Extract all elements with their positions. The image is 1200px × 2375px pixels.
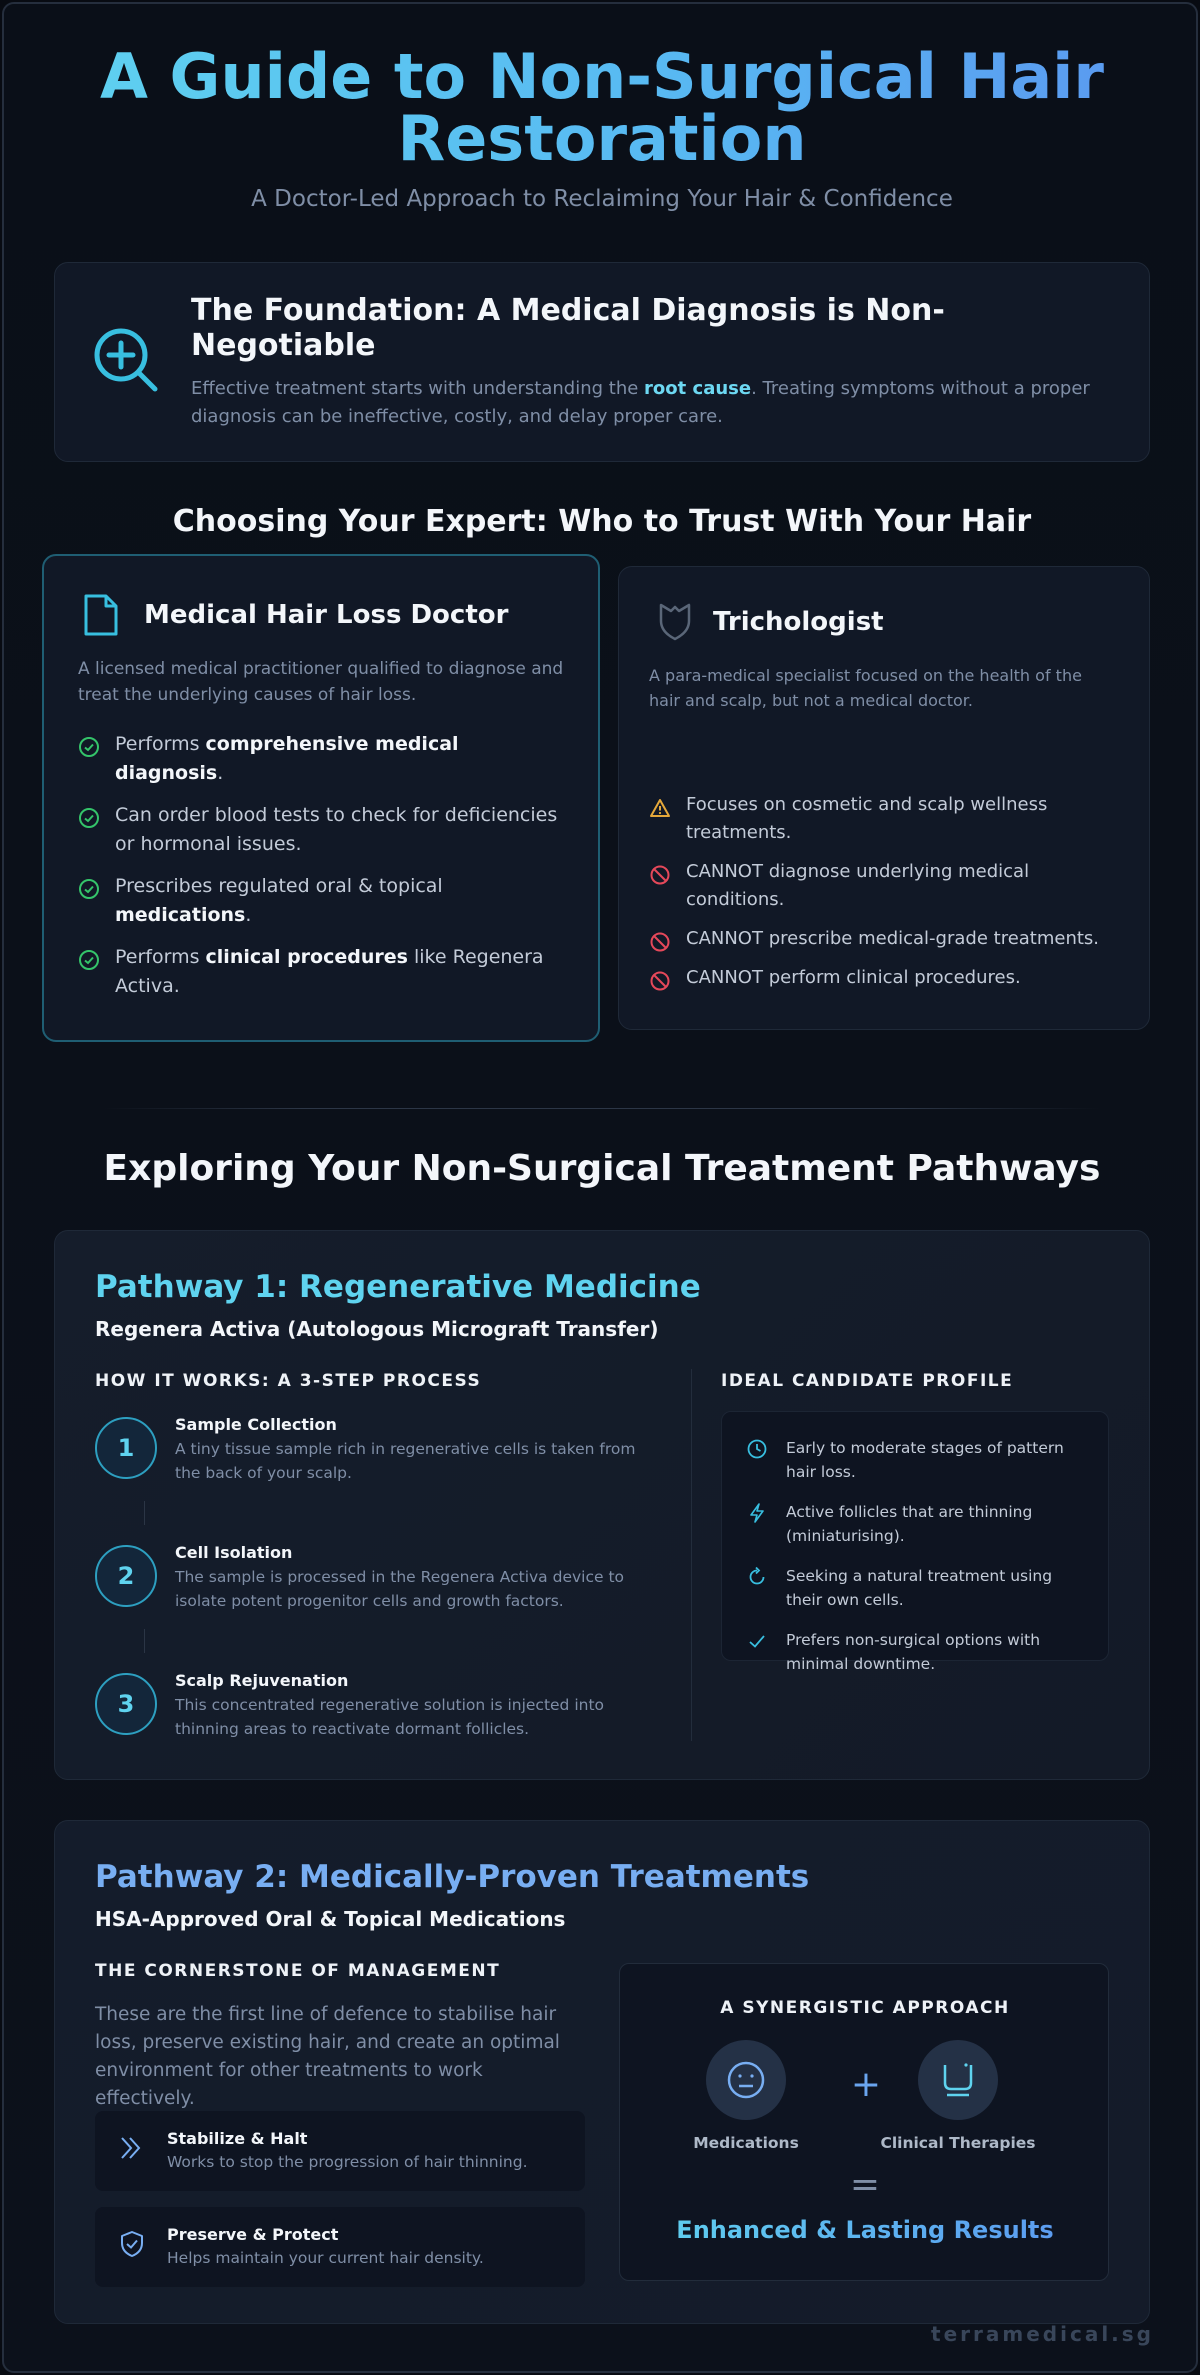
- trichologist-item: CANNOT perform clinical procedures.: [649, 964, 1129, 992]
- step-1-title: Sample Collection: [175, 1415, 337, 1434]
- trichologist-item: CANNOT diagnose underlying medical condi…: [649, 858, 1129, 914]
- check-icon: [749, 1635, 765, 1648]
- step-1-text: A tiny tissue sample rich in regenerativ…: [175, 1440, 636, 1482]
- doctor-capability-item: Prescribes regulated oral & topical medi…: [78, 872, 568, 930]
- footer-brand: terramedical.sg: [931, 2322, 1154, 2346]
- medications-icon-circle: [706, 2040, 786, 2120]
- doctor-capability-item: Can order blood tests to check for defic…: [78, 801, 568, 859]
- cornerstone-heading: THE CORNERSTONE OF MANAGEMENT: [95, 1961, 501, 1981]
- doctor-capability-item: Performs clinical procedures like Regene…: [78, 943, 568, 1001]
- step-2-number: 2: [95, 1545, 157, 1607]
- document-icon: [84, 594, 118, 636]
- section-divider: [104, 1108, 1100, 1109]
- pathway2-card: Pathway 2: Medically-Proven Treatments H…: [54, 1820, 1150, 2324]
- trichologist-title: Trichologist: [713, 607, 884, 637]
- candidate-profile-heading: IDEAL CANDIDATE PROFILE: [721, 1371, 1014, 1391]
- prohibited-icon: [650, 971, 670, 991]
- column-divider: [691, 1369, 692, 1741]
- prohibited-icon: [650, 865, 670, 885]
- synergy-box: A SYNERGISTIC APPROACH + Medications Cli…: [619, 1963, 1109, 2281]
- cornerstone-text: These are the first line of defence to s…: [95, 2004, 560, 2109]
- trichologist-item: CANNOT prescribe medical-grade treatment…: [649, 925, 1129, 953]
- step-connector: [144, 1501, 145, 1525]
- doctor-description: A licensed medical practitioner qualifie…: [78, 659, 564, 705]
- pathway2-title: Pathway 2: Medically-Proven Treatments: [95, 1859, 810, 1895]
- synergy-title: A SYNERGISTIC APPROACH: [720, 1998, 1010, 2018]
- candidate-profile-box: Early to moderate stages of pattern hair…: [721, 1411, 1109, 1673]
- step-connector: [144, 1629, 145, 1653]
- prohibited-icon: [650, 932, 670, 952]
- warning-icon: [650, 799, 670, 817]
- doctor-capability-item: Performs comprehensive medical diagnosis…: [78, 730, 568, 788]
- pathway1-card: Pathway 1: Regenerative Medicine Regener…: [54, 1230, 1150, 1780]
- foundation-text: Effective treatment starts with understa…: [191, 378, 1090, 427]
- step-3-text: This concentrated regenerative solution …: [175, 1696, 605, 1738]
- page-title: A Guide to Non-Surgical Hair Restoration: [4, 46, 1196, 170]
- shield-icon: [659, 603, 691, 641]
- check-circle-icon: [79, 950, 99, 970]
- bolt-icon: [750, 1503, 764, 1523]
- medication-face-icon: [727, 2061, 765, 2099]
- step-1-number: 1: [95, 1417, 157, 1479]
- check-circle-icon: [79, 737, 99, 757]
- shield-check-icon: [121, 2231, 143, 2257]
- plus-sign: +: [850, 2064, 882, 2105]
- step-3-number: 3: [95, 1673, 157, 1735]
- trichologist-description: A para-medical specialist focused on the…: [649, 666, 1082, 710]
- refresh-icon: [749, 1566, 765, 1585]
- trichologist-limitations: Focuses on cosmetic and scalp wellness t…: [649, 791, 1129, 1003]
- step-3-title: Scalp Rejuvenation: [175, 1671, 349, 1690]
- clinical-therapy-icon: [943, 2063, 973, 2097]
- step-2-text: The sample is processed in the Regenera …: [175, 1568, 625, 1610]
- diagnosis-search-icon: [94, 328, 158, 392]
- synergy-result: Enhanced & Lasting Results: [620, 2216, 1110, 2244]
- feature-stabilize: Stabilize & Halt Works to stop the progr…: [95, 2111, 585, 2191]
- equals-sign: =: [849, 2164, 881, 2205]
- page-subtitle: A Doctor-Led Approach to Reclaiming Your…: [251, 186, 953, 212]
- therapies-icon-circle: [918, 2040, 998, 2120]
- doctor-title: Medical Hair Loss Doctor: [144, 600, 509, 630]
- feature-preserve: Preserve & Protect Helps maintain your c…: [95, 2207, 585, 2287]
- check-circle-icon: [79, 808, 99, 828]
- doctor-card: Medical Hair Loss Doctor A licensed medi…: [42, 554, 600, 1042]
- trichologist-card: Trichologist A para-medical specialist f…: [618, 566, 1150, 1030]
- medications-label: Medications: [693, 2134, 799, 2152]
- step-2-title: Cell Isolation: [175, 1543, 293, 1562]
- doctor-capabilities: Performs comprehensive medical diagnosis…: [78, 730, 568, 1014]
- foundation-title: The Foundation: A Medical Diagnosis is N…: [191, 293, 945, 363]
- trichologist-item: Focuses on cosmetic and scalp wellness t…: [649, 791, 1129, 847]
- clock-icon: [747, 1439, 767, 1459]
- pathway1-subtitle: Regenera Activa (Autologous Micrograft T…: [95, 1317, 659, 1341]
- therapies-label: Clinical Therapies: [880, 2134, 1036, 2152]
- experts-heading: Choosing Your Expert: Who to Trust With …: [172, 504, 1032, 539]
- foundation-card: The Foundation: A Medical Diagnosis is N…: [54, 262, 1150, 462]
- pathway1-title: Pathway 1: Regenerative Medicine: [95, 1269, 701, 1305]
- pathways-heading: Exploring Your Non-Surgical Treatment Pa…: [103, 1148, 1101, 1189]
- double-chevron-icon: [121, 2137, 141, 2159]
- how-it-works-heading: HOW IT WORKS: A 3-STEP PROCESS: [95, 1371, 482, 1391]
- pathway2-subtitle: HSA-Approved Oral & Topical Medications: [95, 1907, 566, 1931]
- check-circle-icon: [79, 879, 99, 899]
